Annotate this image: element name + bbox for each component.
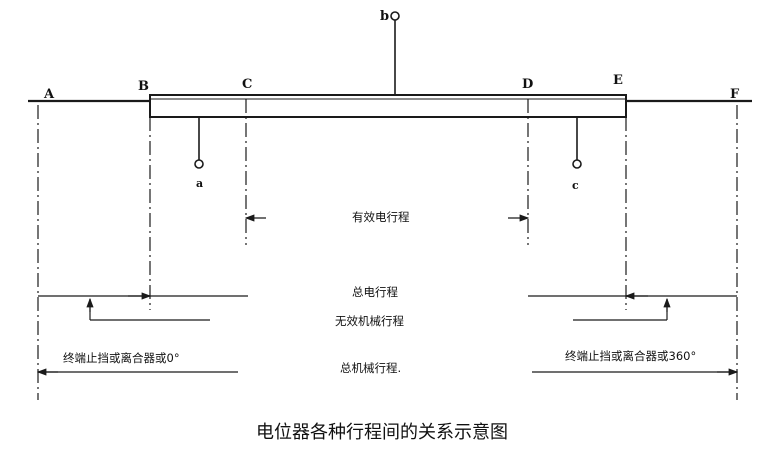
terminal-c-icon <box>572 159 582 169</box>
figure-caption: 电位器各种行程间的关系示意图 <box>256 422 508 443</box>
terminal-label-a: a <box>196 177 203 190</box>
point-label-E: E <box>613 73 623 88</box>
label-total-mechanical-travel: 总机械行程. <box>340 361 401 375</box>
terminal-b-icon <box>390 11 400 21</box>
terminal-label-b: b <box>380 9 389 24</box>
label-ineffective-mechanical-travel: 无效机械行程 <box>335 314 404 328</box>
terminal-a-icon <box>194 159 204 169</box>
label-end-stop-left: 终端止挡或离合器或0° <box>63 351 180 365</box>
resistive-element <box>149 94 627 118</box>
point-label-A: A <box>43 87 55 102</box>
label-end-stop-right: 终端止挡或离合器或360° <box>565 349 696 363</box>
label-effective-electrical-travel: 有效电行程 <box>352 210 410 224</box>
point-label-C: C <box>242 77 252 92</box>
point-label-B: B <box>138 79 149 94</box>
label-total-electrical-travel: 总电行程 <box>352 285 398 299</box>
point-label-D: D <box>522 77 533 92</box>
point-label-F: F <box>730 87 740 102</box>
terminal-label-c: c <box>572 179 579 192</box>
